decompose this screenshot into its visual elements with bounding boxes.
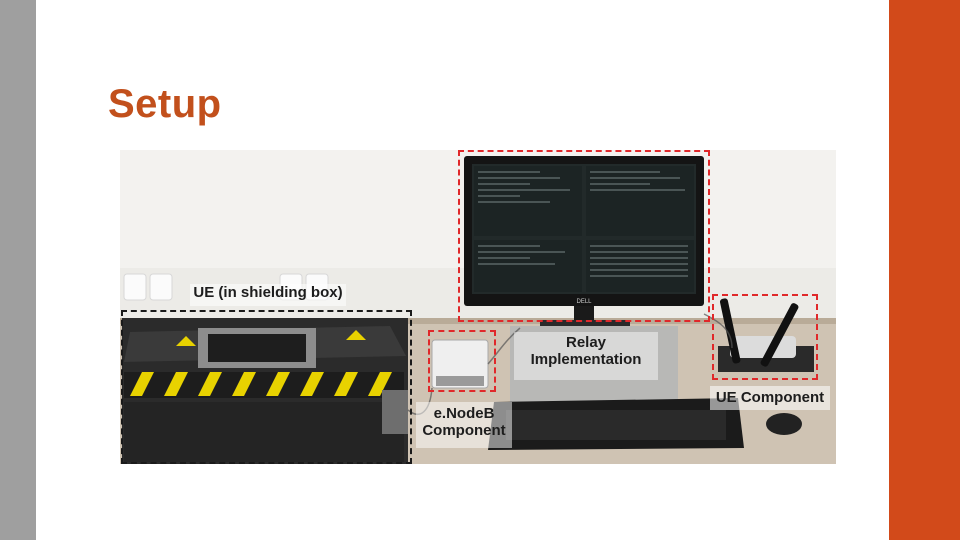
relay-label-line-2: Implementation <box>530 351 642 369</box>
ue-component-highlight-box <box>712 294 818 380</box>
ue-component-label: UE Component <box>715 389 825 406</box>
monitor <box>464 156 704 326</box>
enodeb-highlight-box <box>428 330 496 392</box>
relay-highlight-box <box>458 150 710 322</box>
ue-label: UE (in shielding box) <box>193 284 343 301</box>
left-sidebar-bar <box>0 0 36 540</box>
enodeb-label-line-2: Component <box>422 422 506 440</box>
pc-tower <box>510 326 678 404</box>
shielding-box <box>122 318 408 464</box>
setup-photo: DELL UE (in shiel <box>120 150 836 464</box>
keyboard <box>488 398 744 450</box>
mouse <box>766 413 802 435</box>
right-accent-bar <box>889 0 960 540</box>
slide-title: Setup <box>108 82 222 126</box>
monitor-brand-logo: DELL <box>576 299 592 305</box>
enodeb-label: e.NodeB Component <box>416 405 512 440</box>
relay-label: Relay Implementation <box>514 334 658 369</box>
ue-component-device <box>718 298 814 372</box>
setup-photo-illustration: DELL <box>120 150 836 464</box>
relay-label-line-1: Relay <box>565 334 607 351</box>
enodeb-label-line-1: e.NodeB <box>433 405 495 422</box>
ue-highlight-box <box>121 310 412 464</box>
enodeb-device <box>431 339 489 389</box>
